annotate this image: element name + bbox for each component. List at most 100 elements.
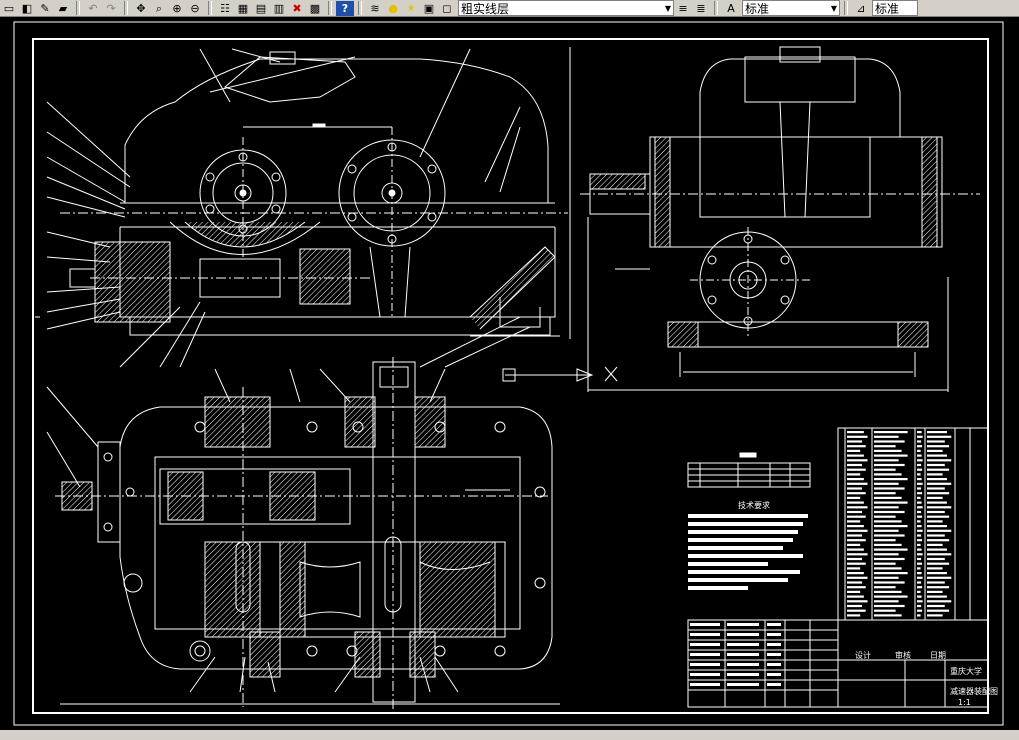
parts-list-row-text <box>927 515 950 518</box>
tool-palette-icon[interactable]: ▤ <box>255 1 267 15</box>
toolbar-divider <box>124 1 128 15</box>
parts-list-row-text <box>927 548 947 551</box>
parts-list-row-text <box>847 468 866 471</box>
revision-row-text <box>690 643 720 646</box>
revision-row-text <box>727 673 759 676</box>
parts-list-row-text <box>927 576 952 579</box>
parts-list-row-text <box>847 609 866 612</box>
parts-list-row-text <box>847 449 861 452</box>
parts-list-row-text <box>847 576 868 579</box>
parts-list-row-text <box>847 431 864 434</box>
parts-list-row-text <box>874 454 908 457</box>
toolbar-divider <box>714 1 718 15</box>
revision-row-text <box>727 623 759 626</box>
chevron-down-icon: ▼ <box>664 3 671 13</box>
parts-list-row-text <box>874 553 899 556</box>
parts-list-row-text <box>847 534 863 537</box>
parts-list-row-text <box>847 600 868 603</box>
layer-lock-icon[interactable]: ▣ <box>423 1 435 15</box>
parts-list-row-text <box>927 557 945 561</box>
revision-row-text <box>767 633 781 636</box>
markup-icon[interactable]: ✖ <box>292 1 302 15</box>
title-block <box>687 427 989 708</box>
toolbar-divider <box>76 1 80 15</box>
parts-list-row-text <box>847 510 863 514</box>
revision-row-text <box>767 673 781 676</box>
parts-list-row-text <box>874 572 908 575</box>
properties-icon[interactable]: ☷ <box>220 1 230 15</box>
parts-list-row-text <box>874 506 899 509</box>
parts-list-row-text <box>917 473 921 476</box>
text-style-icon[interactable]: A <box>727 1 735 15</box>
layer-previous-icon[interactable]: ≣ <box>696 1 706 15</box>
parts-list-row-text <box>847 529 868 532</box>
pencil-icon[interactable]: ✎ <box>40 1 50 15</box>
zoom-previous-icon[interactable]: ⊖ <box>190 1 200 15</box>
make-current-layer-icon[interactable]: ≡ <box>678 1 688 15</box>
parts-list-row-text <box>847 459 868 462</box>
drawing-canvas[interactable]: 技术要求 重庆大学 减速器装配图 设计 审核 日期 1:1 <box>0 17 1019 730</box>
title-col-a: 设计 <box>855 650 871 660</box>
open-file-icon[interactable]: ◧ <box>21 1 33 15</box>
parts-list-row-text <box>917 590 921 593</box>
revision-row-text <box>727 683 759 686</box>
parts-list-row-text <box>874 614 902 617</box>
parts-list-row-text <box>927 431 947 434</box>
layer-manager-icon[interactable]: ≋ <box>370 1 380 15</box>
parts-list-row-text <box>917 496 921 499</box>
parts-list-row-text <box>927 440 945 443</box>
zoom-window-icon[interactable]: ⊕ <box>172 1 182 15</box>
parts-list-row-text <box>917 459 923 462</box>
scale-text: 1:1 <box>958 698 971 707</box>
parts-list-row-text <box>927 454 947 457</box>
parts-list-row-text <box>874 562 896 565</box>
text-style-name: 标准 <box>745 1 770 16</box>
brush-icon[interactable]: ▰ <box>58 1 68 15</box>
parts-list-row-text <box>874 440 905 443</box>
parts-list-row-text <box>917 506 923 509</box>
dim-style-dropdown[interactable]: 标准 <box>872 0 918 16</box>
parts-list-row-text <box>874 435 899 438</box>
parts-list-row-text <box>847 478 864 481</box>
main-toolbar: ▭ ◧ ✎ ▰ ↶ ↷ ✥ ⌕ ⊕ ⊖ ☷ ▦ ▤ ▥ ✖ ▩ ? ≋ ● ☀ … <box>0 0 1019 17</box>
dim-style-icon[interactable]: ⊿ <box>856 1 866 15</box>
help-icon[interactable]: ? <box>336 0 354 16</box>
revision-row-text <box>690 673 720 676</box>
parts-list-row-text <box>917 520 921 523</box>
design-center-icon[interactable]: ▦ <box>237 1 249 15</box>
layer-freeze-sun-icon[interactable]: ☀ <box>406 1 416 15</box>
parts-list-row-text <box>927 459 952 462</box>
layer-dropdown[interactable]: 粗实线层 ▼ <box>458 0 674 16</box>
parts-list-row-text <box>917 539 923 542</box>
school-name: 重庆大学 <box>950 666 982 676</box>
parts-list-row-text <box>927 572 947 575</box>
parts-list-row-text <box>927 553 952 556</box>
undo-icon[interactable]: ↶ <box>88 1 98 15</box>
parts-list-row-text <box>927 501 947 504</box>
layer-color-icon[interactable]: ◻ <box>442 1 452 15</box>
sheet-set-icon[interactable]: ▥ <box>273 1 285 15</box>
revision-row-text <box>767 683 781 686</box>
parts-list-row-text <box>874 496 902 499</box>
layer-on-bulb-icon[interactable]: ● <box>388 1 398 15</box>
revision-row-text <box>727 643 759 646</box>
new-file-icon[interactable]: ▭ <box>3 1 15 15</box>
redo-icon[interactable]: ↷ <box>106 1 116 15</box>
revision-row-text <box>767 653 781 656</box>
status-bar <box>0 730 1019 740</box>
parts-list-row-text <box>874 590 902 593</box>
parts-list-row-text <box>917 510 922 514</box>
drawing-name: 减速器装配图 <box>950 686 998 696</box>
revision-row-text <box>690 683 720 686</box>
layer-name-text: 粗实线层 <box>461 1 510 16</box>
calculator-icon[interactable]: ▩ <box>309 1 321 15</box>
zoom-realtime-icon[interactable]: ⌕ <box>155 1 163 15</box>
parts-list-row-text <box>917 600 923 603</box>
parts-list-row-text <box>847 548 864 551</box>
outer-frame <box>13 21 1004 726</box>
parts-list-row-text <box>874 576 899 579</box>
drawing-area[interactable]: 技术要求 重庆大学 减速器装配图 设计 审核 日期 1:1 <box>0 17 1019 730</box>
parts-list-row-text <box>874 501 908 504</box>
pan-icon[interactable]: ✥ <box>136 1 146 15</box>
text-style-dropdown[interactable]: 标准 ▼ <box>742 0 840 16</box>
